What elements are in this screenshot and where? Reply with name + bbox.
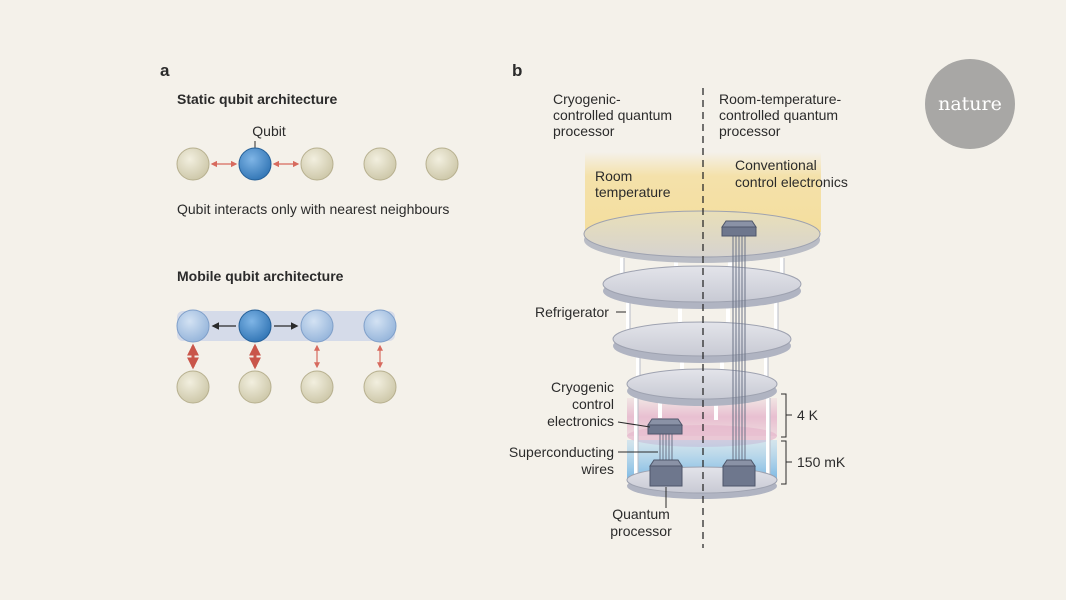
panel-b-letter: b [512, 61, 522, 80]
plate-3 [612, 321, 792, 363]
right-header-line-3: processor [719, 123, 781, 139]
mobile-qubit-4 [363, 309, 397, 343]
cryogenic-label-3: electronics [547, 413, 614, 429]
quantum-processor-left [649, 459, 683, 487]
fixed-qubit-2 [238, 370, 272, 404]
bracket-4k [781, 393, 787, 438]
conventional-label-2: control electronics [735, 174, 848, 190]
left-header-line-2: controlled quantum [553, 107, 672, 123]
plate-top [583, 210, 821, 263]
superconducting-label-1: Superconducting [509, 444, 614, 460]
static-qubit-4 [363, 147, 397, 181]
logo-text: nature [938, 93, 1002, 115]
static-qubit-1 [176, 147, 210, 181]
plate-2 [602, 265, 802, 309]
static-qubit-3 [300, 147, 334, 181]
nature-logo: nature [925, 59, 1015, 149]
left-header-line-1: Cryogenic- [553, 91, 621, 107]
mobile-qubit-active [238, 309, 272, 343]
support-posts [620, 258, 784, 480]
fixed-qubit-4 [363, 370, 397, 404]
bracket-150mk [781, 440, 787, 485]
mobile-qubit-1 [176, 309, 210, 343]
static-qubit-row [176, 147, 459, 181]
mobile-qubit-3 [300, 309, 334, 343]
superconducting-label-2: wires [580, 461, 614, 477]
room-temperature-wires [732, 235, 746, 464]
temp-150mk-label: 150 mK [797, 454, 846, 470]
panel-a-letter: a [160, 61, 170, 80]
static-qubit-active [238, 147, 272, 181]
left-header-line-3: processor [553, 123, 615, 139]
logo-circle [925, 59, 1015, 149]
right-header-line-1: Room-temperature- [719, 91, 841, 107]
refrigerator-label: Refrigerator [535, 304, 609, 320]
right-header-line-2: controlled quantum [719, 107, 838, 123]
static-architecture-title: Static qubit architecture [177, 91, 337, 107]
mobile-architecture-title: Mobile qubit architecture [177, 268, 344, 284]
room-temperature-label-1: Room [595, 168, 632, 184]
fixed-qubit-3 [300, 370, 334, 404]
cryogenic-leader [617, 421, 651, 428]
fixed-qubit-1 [176, 370, 210, 404]
static-qubit-5 [425, 147, 459, 181]
conventional-electronics-box [721, 220, 757, 237]
static-caption: Qubit interacts only with nearest neighb… [177, 201, 449, 217]
superconducting-wire-bundle [659, 432, 673, 464]
mobile-qubit-diagram [176, 309, 397, 404]
cryogenic-electronics-box [647, 418, 683, 435]
quantum-processor-label-2: processor [610, 523, 672, 539]
temp-4k-label: 4 K [797, 407, 819, 423]
room-temperature-label-2: temperature [595, 184, 671, 200]
quantum-processor-right [722, 459, 756, 487]
plate-4k [626, 368, 778, 406]
quantum-processor-label-1: Quantum [612, 506, 670, 522]
conventional-label-1: Conventional [735, 157, 817, 173]
qubit-label: Qubit [252, 123, 286, 139]
cryogenic-label-2: control [572, 396, 614, 412]
cryogenic-label-1: Cryogenic [551, 379, 614, 395]
